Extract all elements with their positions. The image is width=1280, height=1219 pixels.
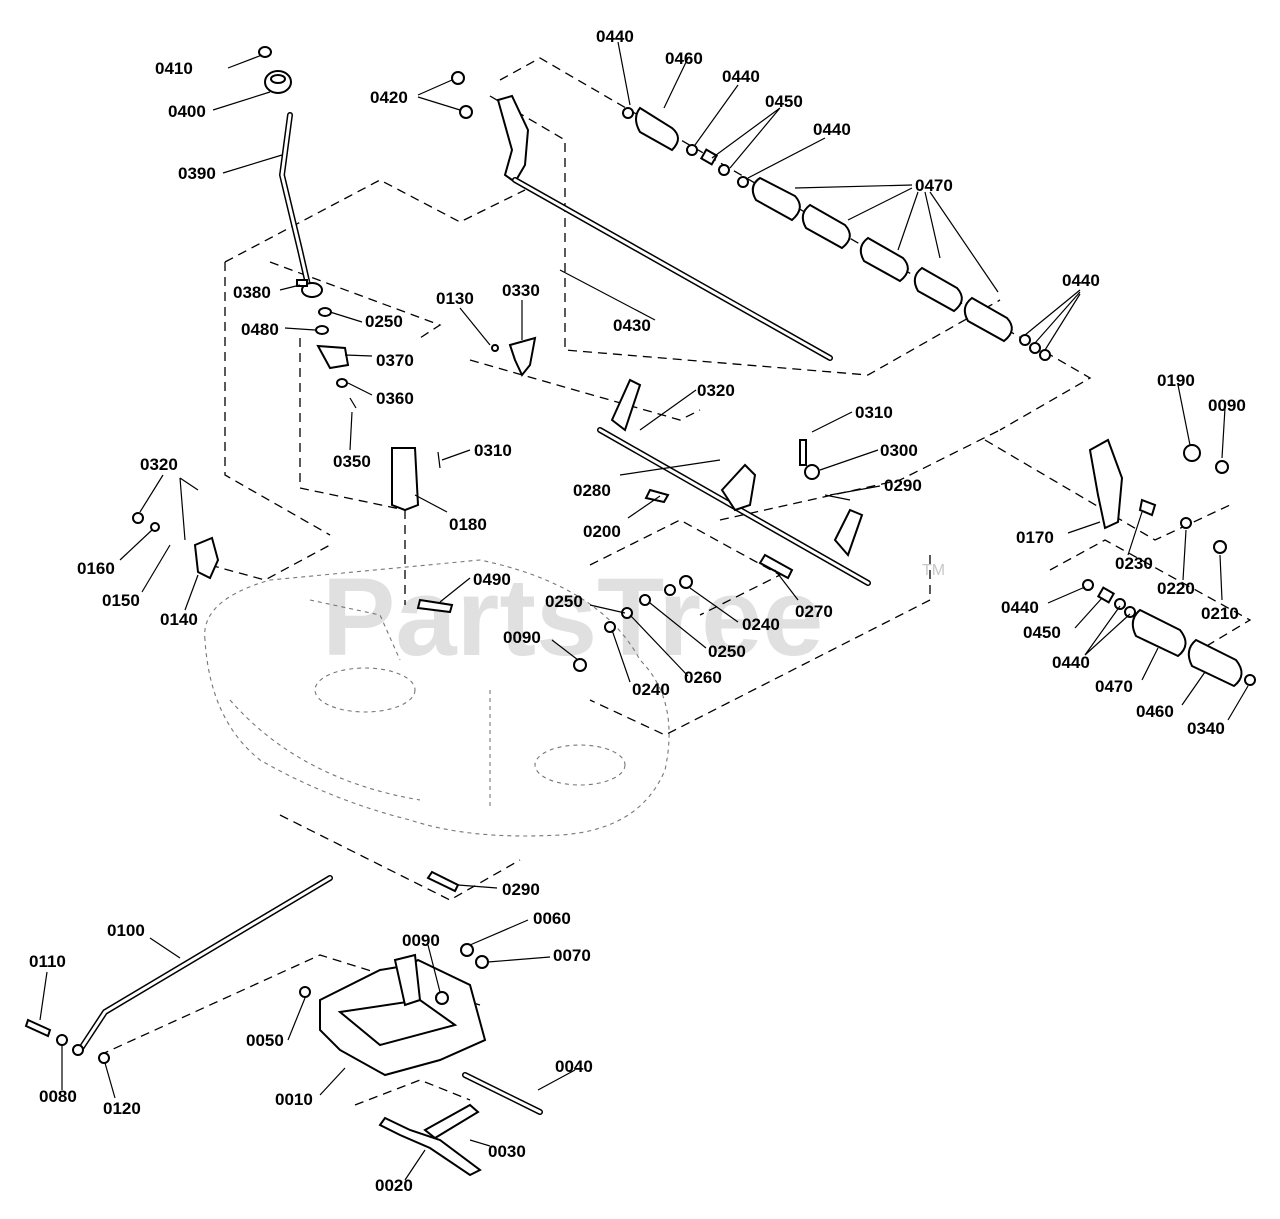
callout-0420: 0420 <box>370 88 408 107</box>
callout-0200: 0200 <box>583 522 621 541</box>
callout-0380: 0380 <box>233 283 271 302</box>
callout-0310-b: 0310 <box>474 441 512 460</box>
callout-0470-a: 0470 <box>915 176 953 195</box>
callout-0180: 0180 <box>449 515 487 534</box>
callout-0290-b: 0290 <box>502 880 540 899</box>
upper-roller-assembly <box>622 106 1051 361</box>
callout-0190: 0190 <box>1157 371 1195 390</box>
callout-0360: 0360 <box>376 389 414 408</box>
callout-0260: 0260 <box>684 668 722 687</box>
callout-0480: 0480 <box>241 320 279 339</box>
callout-0210: 0210 <box>1201 604 1239 623</box>
assembly-dashed-lines <box>99 57 1252 1106</box>
callout-0250-c: 0250 <box>708 642 746 661</box>
callout-0440-b: 0440 <box>722 67 760 86</box>
lift-shaft-assembly <box>491 336 871 586</box>
callout-0320-a: 0320 <box>697 381 735 400</box>
callout-0230: 0230 <box>1115 554 1153 573</box>
callout-0010: 0010 <box>275 1090 313 1109</box>
callout-0270: 0270 <box>795 602 833 621</box>
callout-0330: 0330 <box>502 281 540 300</box>
callout-0320-b: 0320 <box>140 455 178 474</box>
callout-0090-c: 0090 <box>402 931 440 950</box>
callout-0090-b: 0090 <box>503 628 541 647</box>
callout-0440-e: 0440 <box>1001 598 1039 617</box>
callout-0240-b: 0240 <box>632 680 670 699</box>
lower-roller-assembly <box>1082 579 1256 688</box>
callout-0450-a: 0450 <box>765 92 803 111</box>
roller-bracket-rod <box>451 71 833 361</box>
callout-labels: 0410 0400 0390 0420 0440 0460 0440 0450 … <box>29 27 1246 1195</box>
callout-0100: 0100 <box>107 921 145 940</box>
callout-0340: 0340 <box>1187 719 1225 738</box>
callout-0220: 0220 <box>1157 579 1195 598</box>
callout-0040: 0040 <box>555 1057 593 1076</box>
callout-0140: 0140 <box>160 610 198 629</box>
callout-0440-f: 0440 <box>1052 653 1090 672</box>
callout-0440-c: 0440 <box>813 120 851 139</box>
shift-lever-assembly <box>258 46 323 298</box>
callout-0070: 0070 <box>553 946 591 965</box>
mower-deck-outline <box>204 559 670 837</box>
callout-0490: 0490 <box>473 570 511 589</box>
bracket-0180 <box>391 447 441 512</box>
callout-0280: 0280 <box>573 481 611 500</box>
callout-0300: 0300 <box>880 441 918 460</box>
callout-0440-d: 0440 <box>1062 271 1100 290</box>
pedal-assembly <box>24 875 543 1177</box>
callout-0440-a: 0440 <box>596 27 634 46</box>
left-bracket-assembly <box>132 477 454 614</box>
callout-0430: 0430 <box>613 316 651 335</box>
callout-0390: 0390 <box>178 164 216 183</box>
callout-0370: 0370 <box>376 351 414 370</box>
callout-0460-b: 0460 <box>1136 702 1174 721</box>
watermark-trademark: TM <box>922 562 945 579</box>
callout-0460-a: 0460 <box>665 49 703 68</box>
callout-0090-a: 0090 <box>1208 396 1246 415</box>
callout-0410: 0410 <box>155 59 193 78</box>
leader-lines <box>39 41 1249 1181</box>
callout-0450-b: 0450 <box>1023 623 1061 642</box>
callout-0110: 0110 <box>29 952 66 971</box>
callout-0350: 0350 <box>333 452 371 471</box>
callout-0290-a: 0290 <box>884 476 922 495</box>
callout-0150: 0150 <box>102 591 140 610</box>
callout-0400: 0400 <box>168 102 206 121</box>
lever-hardware <box>315 307 357 409</box>
callout-0310-a: 0310 <box>855 403 893 422</box>
right-bracket-assembly <box>1088 438 1229 554</box>
callout-0130: 0130 <box>436 289 474 308</box>
callout-0240-a: 0240 <box>742 615 780 634</box>
callout-0120: 0120 <box>103 1099 141 1118</box>
center-hardware <box>573 575 693 672</box>
callout-0020: 0020 <box>375 1176 413 1195</box>
callout-0050: 0050 <box>246 1031 284 1050</box>
callout-0030: 0030 <box>488 1142 526 1161</box>
callout-0470-b: 0470 <box>1095 677 1133 696</box>
callout-0160: 0160 <box>77 559 115 578</box>
bolt-0290-lower <box>426 870 460 893</box>
callout-0250-a: 0250 <box>365 312 403 331</box>
callout-0080: 0080 <box>39 1087 77 1106</box>
callout-0060: 0060 <box>533 909 571 928</box>
callout-0250-b: 0250 <box>545 592 583 611</box>
callout-0170: 0170 <box>1016 528 1054 547</box>
